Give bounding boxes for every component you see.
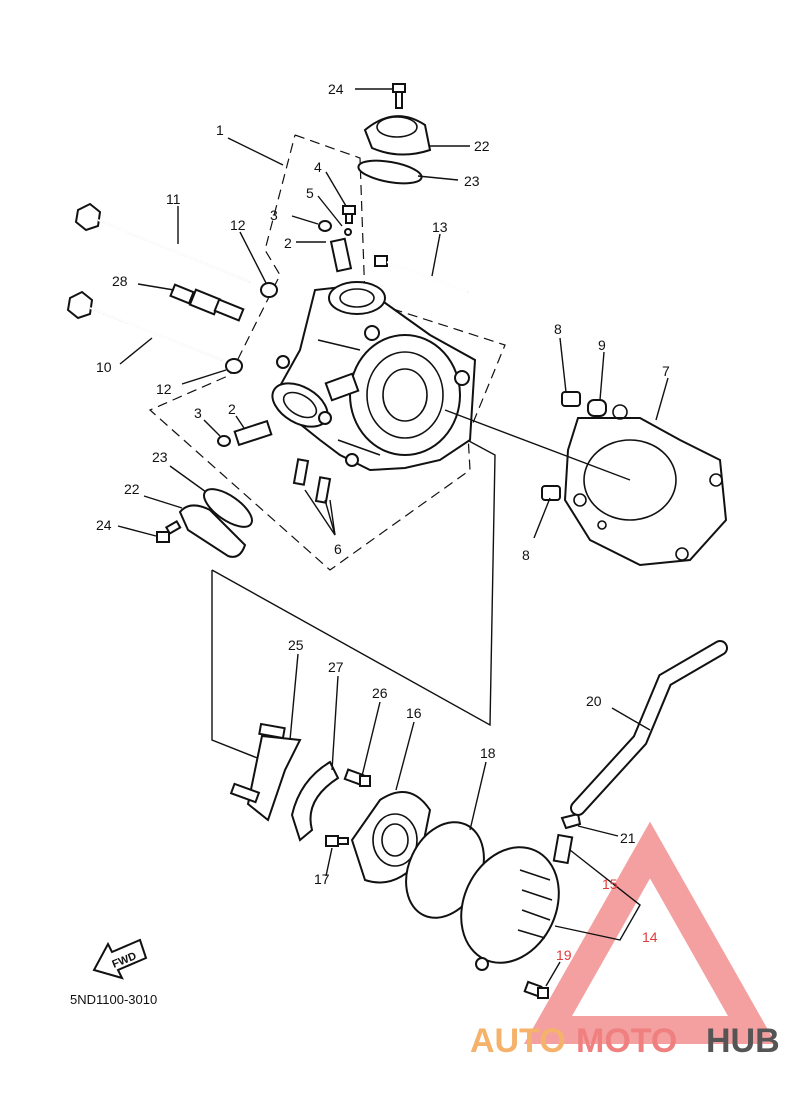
callout-24-lower: 24 (96, 517, 112, 533)
callout-14: 14 (642, 929, 658, 945)
lower-bolt (156, 520, 182, 543)
top-gasket (357, 159, 423, 185)
watermark-triangle (523, 821, 777, 1044)
callout-labels: 24 22 23 1 4 5 3 2 11 12 13 28 8 9 7 10 … (96, 81, 670, 963)
o-ring-9 (587, 399, 607, 417)
callout-4: 4 (314, 159, 322, 175)
callout-5: 5 (306, 185, 314, 201)
watermark-moto: MOTO (576, 1022, 677, 1060)
callout-10: 10 (96, 359, 112, 375)
callout-13: 13 (432, 219, 448, 235)
top-bolt (392, 83, 406, 109)
callout-8-lower: 8 (522, 547, 530, 563)
callout-20: 20 (586, 693, 602, 709)
callout-25: 25 (288, 637, 304, 653)
washer-5 (344, 228, 352, 236)
callout-23-top: 23 (464, 173, 480, 189)
callout-1: 1 (216, 122, 224, 138)
callout-16: 16 (406, 705, 422, 721)
top-cap (363, 115, 432, 156)
dowel-8-lower (541, 485, 561, 501)
sleeve-2-lower (233, 419, 273, 447)
watermark-hub: HUB (706, 1022, 780, 1060)
cylinder-head (271, 281, 477, 472)
sleeve-2-top (329, 237, 353, 273)
clip-27 (290, 760, 340, 842)
spark-plug (169, 283, 245, 322)
callout-3-top: 3 (270, 207, 278, 223)
cover-14 (460, 846, 560, 971)
o-ring-3-top (318, 220, 332, 232)
bolt-4 (342, 205, 356, 224)
callout-21: 21 (620, 830, 636, 846)
callout-17: 17 (314, 871, 330, 887)
callout-8-top: 8 (554, 321, 562, 337)
retainer-25 (229, 722, 302, 822)
stud-6a (292, 458, 310, 486)
callout-3-lower: 3 (194, 405, 202, 421)
bolt-26 (343, 768, 371, 787)
leader-lines (117, 88, 669, 987)
callout-7: 7 (662, 363, 670, 379)
washer-12-top (260, 282, 278, 298)
callout-12-top: 12 (230, 217, 246, 233)
clamp-21 (560, 812, 582, 830)
callout-6: 6 (334, 541, 342, 557)
dowel-8-top (561, 391, 581, 407)
diagram-code: 5ND1100-3010 (70, 992, 157, 1007)
watermark-text: AUTO MOTO HUB (470, 1022, 780, 1060)
reference-line (211, 570, 276, 766)
callout-26: 26 (372, 685, 388, 701)
callout-28: 28 (112, 273, 128, 289)
callout-22-top: 22 (474, 138, 490, 154)
callout-9: 9 (598, 337, 606, 353)
bolt-11 (74, 202, 251, 283)
lower-cap (178, 504, 247, 558)
bolt-17 (325, 835, 349, 847)
bolt-19 (523, 980, 549, 999)
watermark-auto: AUTO (470, 1022, 566, 1060)
fitting-15 (552, 833, 574, 865)
callout-2-top: 2 (284, 235, 292, 251)
callout-12-lower: 12 (156, 381, 172, 397)
callout-19: 19 (556, 947, 572, 963)
hose-20 (570, 640, 728, 816)
stud-13 (374, 255, 469, 293)
bolt-10 (66, 290, 223, 361)
callout-23-lower: 23 (152, 449, 168, 465)
callout-24-top: 24 (328, 81, 344, 97)
callout-11: 11 (166, 191, 181, 207)
fwd-arrow-icon: FWD (92, 938, 148, 980)
cylinder-gasket (563, 404, 728, 567)
callout-22-lower: 22 (124, 481, 140, 497)
callout-2-lower: 2 (228, 401, 236, 417)
callout-18: 18 (480, 745, 496, 761)
assembly-outline (148, 134, 506, 571)
head-gasket-axis (444, 409, 631, 481)
stud-6b (314, 476, 332, 504)
washer-12-lower (225, 358, 243, 374)
callout-15: 15 (602, 876, 618, 892)
o-ring-3-lower (217, 435, 231, 447)
callout-27: 27 (328, 659, 344, 675)
